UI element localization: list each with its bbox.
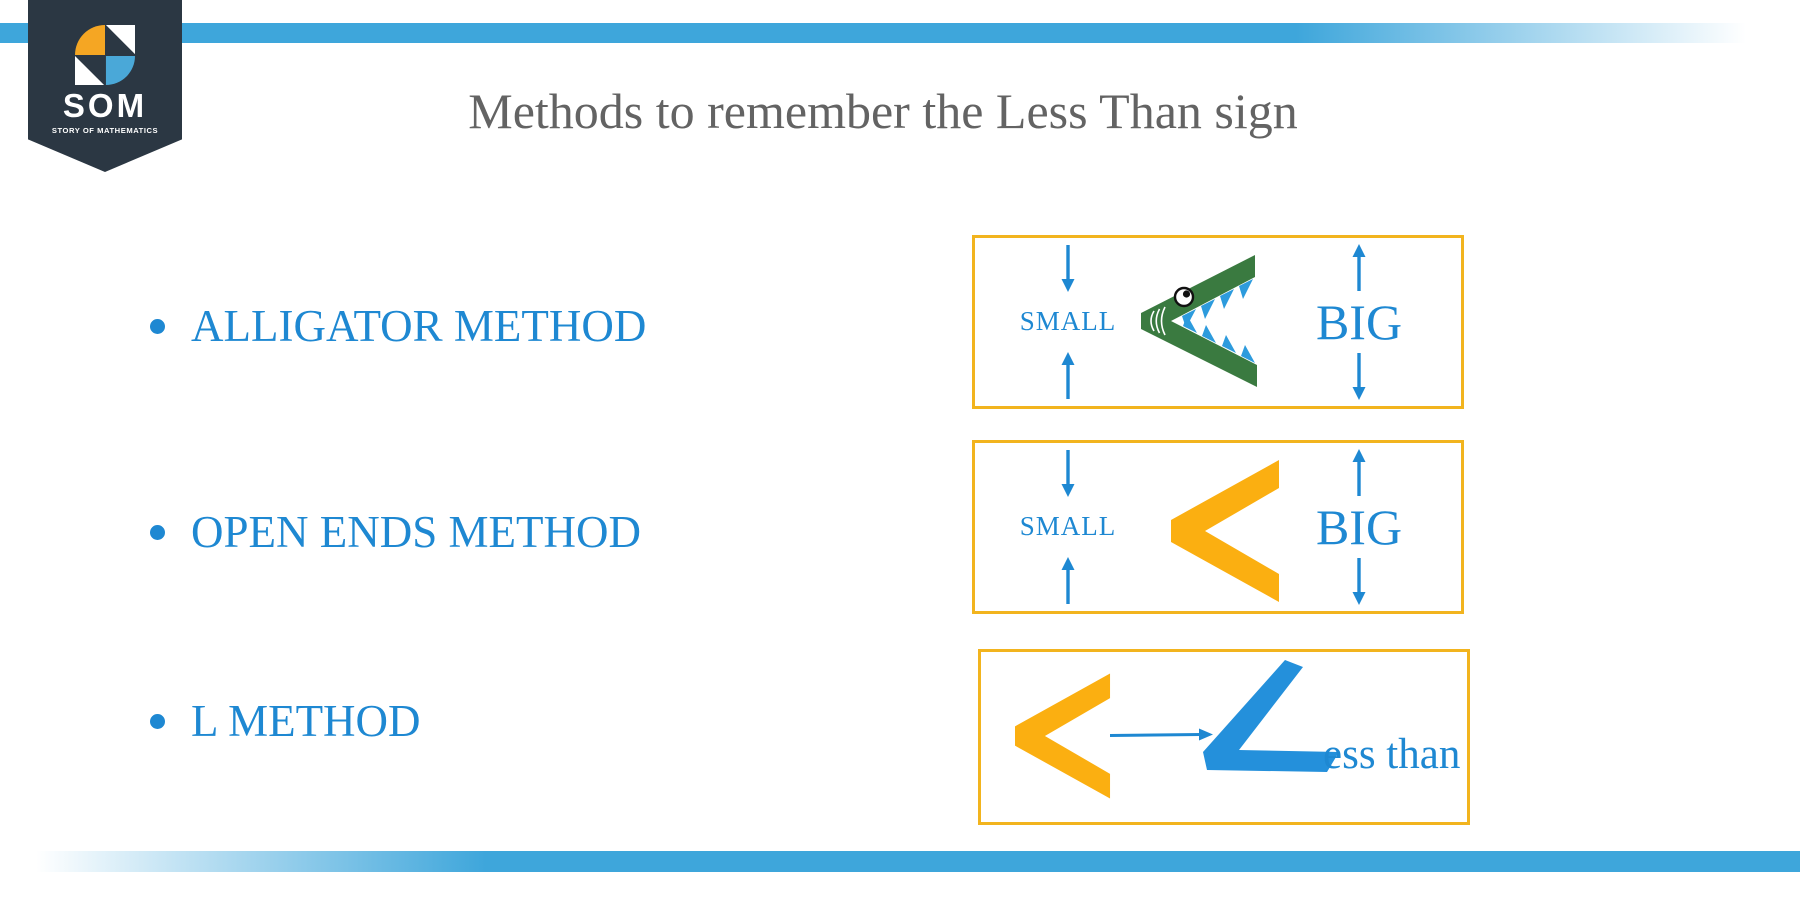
bullet-label: ALLIGATOR METHOD (191, 301, 647, 351)
arrow-down-icon (1352, 558, 1366, 605)
big-side-group: BIG (1309, 449, 1409, 605)
less-than-symbol-icon (1015, 673, 1111, 799)
bottom-accent-bar (0, 851, 1800, 872)
small-label: SMALL (1019, 511, 1117, 542)
small-side-group: SMALL (1018, 244, 1118, 400)
less-than-symbol-icon (1171, 460, 1279, 602)
alligator-eye-icon (1173, 286, 1195, 308)
arrow-down-icon (1061, 450, 1075, 497)
bullet-dot-icon (150, 525, 165, 541)
rotated-less-than-l-icon (1203, 660, 1339, 772)
big-label: BIG (1315, 293, 1403, 350)
arrow-down-icon (1061, 245, 1075, 292)
som-logo-icon (75, 25, 135, 85)
arrow-up-icon (1061, 352, 1075, 399)
top-accent-bar (0, 23, 1800, 43)
arrow-up-icon (1061, 557, 1075, 604)
small-label: SMALL (1019, 306, 1117, 337)
l-method-figure: ess than (978, 649, 1470, 825)
logo-banner: SOM STORY OF MATHEMATICS (28, 0, 182, 172)
arrow-up-icon (1352, 449, 1366, 496)
arrow-up-icon (1352, 244, 1366, 291)
arrow-down-icon (1352, 353, 1366, 400)
logo-tagline: STORY OF MATHEMATICS (51, 126, 159, 135)
small-side-group: SMALL (1018, 449, 1118, 605)
alligator-method-figure: SMALL BIG (972, 235, 1464, 409)
logo-acronym: SOM (62, 87, 148, 124)
bullet-label: L METHOD (191, 696, 421, 746)
bullet-item-alligator-method: ALLIGATOR METHOD (150, 301, 646, 353)
open-ends-method-figure: SMALL BIG (972, 440, 1464, 614)
arrow-right-icon (1109, 728, 1213, 741)
bullet-item-open-ends-method: OPEN ENDS METHOD (150, 507, 641, 559)
bullet-item-l-method: L METHOD (150, 696, 421, 748)
big-side-group: BIG (1309, 244, 1409, 400)
big-label: BIG (1315, 498, 1403, 555)
page-title: Methods to remember the Less Than sign (468, 83, 1298, 139)
bullet-label: OPEN ENDS METHOD (191, 507, 641, 557)
alligator-less-than-icon (1141, 255, 1257, 387)
bullet-dot-icon (150, 319, 165, 335)
bullet-dot-icon (150, 714, 165, 730)
ess-than-label: ess than (1323, 731, 1461, 778)
